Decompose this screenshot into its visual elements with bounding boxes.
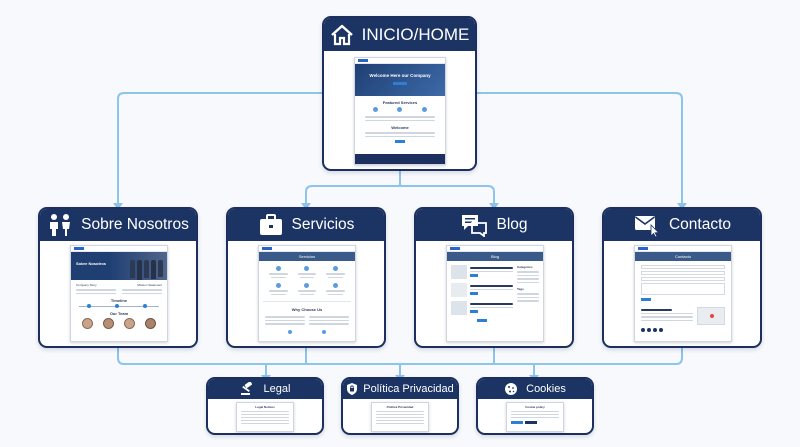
gavel-icon xyxy=(240,382,256,396)
connector-bottom-bus xyxy=(117,346,683,365)
home-hero-text: Welcome Here our Company xyxy=(369,73,431,78)
blog-strip: Blog xyxy=(447,252,543,261)
people-icon xyxy=(47,213,73,237)
services-page-thumbnail: Servicios Why Choose Us xyxy=(258,245,356,342)
connector-home-about xyxy=(117,92,323,206)
connector-home-contact xyxy=(475,92,683,206)
privacy-card-header: Política Privacidad xyxy=(343,379,457,399)
shield-lock-icon xyxy=(346,382,358,396)
contact-page-thumbnail: Contacto xyxy=(634,245,732,342)
cookies-doc-title: Cookie policy xyxy=(525,405,545,409)
home-card-header: INICIO/HOME xyxy=(324,18,475,51)
services-why-heading: Why Choose Us xyxy=(291,307,323,312)
cookies-card-header: Cookies xyxy=(478,379,592,399)
services-strip: Servicios xyxy=(259,252,355,261)
legal-title: Legal xyxy=(263,383,291,395)
contact-card[interactable]: Contacto Contacto xyxy=(602,207,762,348)
connector-home-services-blog xyxy=(305,185,495,206)
about-page-thumbnail: Sobre Nosotros Company Story Mission Sta… xyxy=(70,245,168,342)
house-icon xyxy=(330,24,354,46)
home-title: INICIO/HOME xyxy=(361,24,470,44)
legal-card[interactable]: Legal Legal Notices xyxy=(206,377,324,435)
privacy-title: Política Privacidad xyxy=(363,383,454,395)
legal-page-thumbnail: Legal Notices xyxy=(236,402,294,432)
about-story-label: Company Story xyxy=(76,283,97,287)
arrowhead-blog xyxy=(489,203,499,210)
blog-page-thumbnail: Blog Categories Tags xyxy=(446,245,544,342)
blog-card[interactable]: Blog Blog Categories Tags xyxy=(414,207,574,348)
home-page-thumbnail: Welcome Here our Company Featured Servic… xyxy=(354,57,446,165)
blog-title: Blog xyxy=(496,216,528,233)
services-card[interactable]: Servicios Servicios Why Choose Us xyxy=(226,207,386,348)
legal-doc-title: Legal Notices xyxy=(255,405,275,409)
arrowhead-about xyxy=(113,203,123,210)
about-title: Sobre Nosotros xyxy=(81,216,189,233)
contact-title: Contacto xyxy=(668,216,732,233)
cookies-card[interactable]: Cookies Cookie policy xyxy=(476,377,594,435)
about-card-header: Sobre Nosotros xyxy=(40,209,196,241)
blog-card-header: Blog xyxy=(416,209,572,241)
privacy-page-thumbnail: Politica Privacidad xyxy=(371,402,429,432)
about-card[interactable]: Sobre Nosotros Sobre Nosotros Company St… xyxy=(38,207,198,348)
chat-bubbles-icon xyxy=(460,213,488,237)
blog-categories-label: Categories xyxy=(517,265,533,269)
legal-card-header: Legal xyxy=(208,379,322,399)
services-card-header: Servicios xyxy=(228,209,384,241)
home-card[interactable]: INICIO/HOME Welcome Here our Company Fea… xyxy=(322,16,477,171)
contact-card-header: Contacto xyxy=(604,209,760,241)
envelope-cursor-icon xyxy=(633,213,661,237)
cookie-icon xyxy=(504,382,518,396)
contact-strip: Contacto xyxy=(635,252,731,261)
about-mission-label: Mission Statement xyxy=(137,283,162,287)
privacy-card[interactable]: Política Privacidad Politica Privacidad xyxy=(341,377,459,435)
arrowhead-services xyxy=(301,203,311,210)
briefcase-icon xyxy=(258,214,284,236)
blog-tags-label: Tags xyxy=(517,287,524,291)
cookies-page-thumbnail: Cookie policy xyxy=(506,402,564,432)
arrowhead-contact xyxy=(677,203,687,210)
privacy-doc-title: Politica Privacidad xyxy=(386,405,414,409)
about-hero-text: Sobre Nosotros xyxy=(76,261,107,266)
services-title: Servicios xyxy=(291,216,355,233)
home-welcome-heading: Welcome xyxy=(391,125,409,130)
cookies-title: Cookies xyxy=(526,383,566,395)
home-featured-heading: Featured Services xyxy=(382,100,418,105)
about-team-heading: Our Team xyxy=(109,311,129,316)
about-timeline-heading: Timeline xyxy=(110,298,128,303)
